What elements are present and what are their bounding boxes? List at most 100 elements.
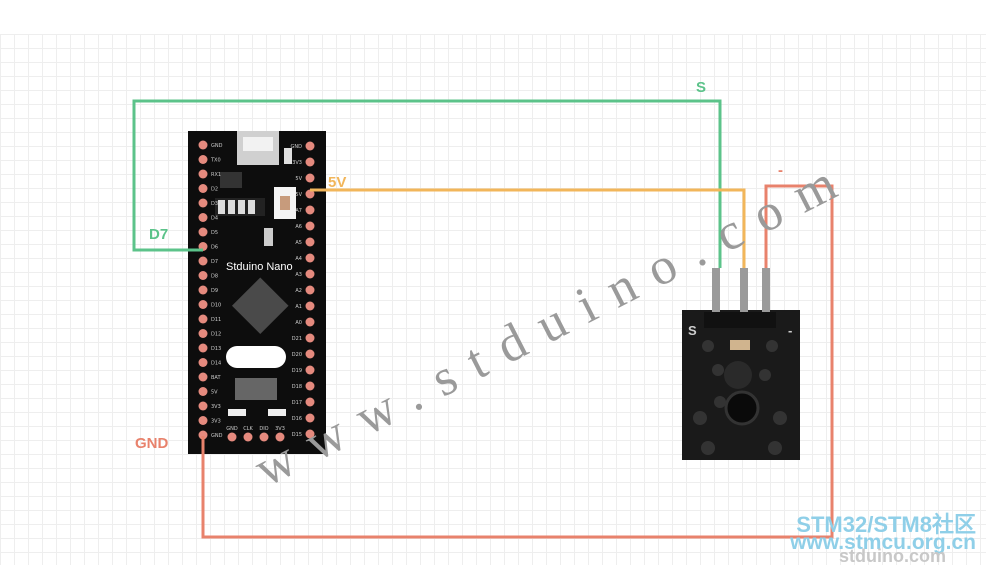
minus-wire xyxy=(201,184,834,539)
pin-label-right-1: 3V3 xyxy=(292,160,302,166)
d7-label: D7 xyxy=(149,226,169,243)
pin-right-18 xyxy=(305,429,315,439)
pin-right-4 xyxy=(305,205,315,215)
pin-left-1 xyxy=(198,155,208,164)
pin-left-10 xyxy=(198,285,208,295)
vcc-label: 5V xyxy=(328,174,347,191)
gnd-label: GND xyxy=(135,435,169,452)
pin-right-17 xyxy=(305,413,315,423)
pin-right-13 xyxy=(305,349,315,359)
pin-label-bottom-3: 3V3 xyxy=(275,426,285,432)
stduino-nano-board: Stduino Nano GNDTX0RX1D2D3D4D5D6D7D8D9D1… xyxy=(188,131,326,454)
pin-label-left-17: 5V xyxy=(211,390,218,396)
pin-left-15 xyxy=(198,358,208,367)
pin-label-right-7: A4 xyxy=(295,256,302,262)
pin-label-left-19: 3V3 xyxy=(211,419,221,425)
pin-bottom-1 xyxy=(243,432,253,442)
pin-bottom-2 xyxy=(259,432,269,442)
pin-left-12 xyxy=(198,314,208,324)
pin-label-left-7: D6 xyxy=(211,245,218,251)
pin-label-right-3: 5V xyxy=(295,192,302,198)
pin-label-left-8: D7 xyxy=(211,259,218,265)
pin-right-10 xyxy=(305,301,315,311)
pin-right-14 xyxy=(305,365,315,375)
pin-right-9 xyxy=(305,285,315,295)
sensor-pin-minus: - xyxy=(788,323,792,338)
pin-right-12 xyxy=(305,333,315,343)
pin-right-2 xyxy=(305,173,315,183)
pin-right-15 xyxy=(305,381,315,391)
site-line-2: www.stmcu.org.cn xyxy=(790,531,976,554)
pin-label-right-18: D15 xyxy=(292,432,302,438)
right-pin-header: GND3V35V5VA7A6A5A4A3A2A1A0D21D20D19D18D1… xyxy=(291,141,315,439)
pin-bottom-3 xyxy=(275,432,285,442)
site-line-3: stduino.com xyxy=(839,546,946,566)
pin-left-19 xyxy=(198,416,208,425)
pin-label-left-6: D5 xyxy=(211,230,218,236)
pin-label-right-9: A2 xyxy=(295,288,302,294)
vcc-wire xyxy=(310,188,746,268)
pin-left-5 xyxy=(198,213,208,222)
pin-bottom-0 xyxy=(227,432,237,442)
mcu-chip xyxy=(231,277,289,335)
pin-label-left-14: D13 xyxy=(211,346,221,352)
board-name: Stduino Nano xyxy=(226,261,293,273)
pin-right-3 xyxy=(305,189,315,199)
pin-label-left-11: D10 xyxy=(211,303,221,309)
pin-label-bottom-1: CLK xyxy=(243,426,253,432)
pin-right-16 xyxy=(305,397,315,407)
pin-label-right-15: D18 xyxy=(292,384,302,390)
signal-label: S xyxy=(696,79,707,96)
pin-label-right-17: D16 xyxy=(292,416,302,422)
pin-right-8 xyxy=(305,269,315,279)
pin-left-14 xyxy=(198,343,208,353)
pin-label-left-20: GND xyxy=(211,433,223,439)
pin-label-left-5: D4 xyxy=(211,216,218,222)
crystal xyxy=(226,346,286,368)
pin-label-left-4: D3 xyxy=(211,201,218,207)
sensor-module: S - xyxy=(682,268,800,460)
pin-label-right-4: A7 xyxy=(295,208,302,214)
pin-label-left-1: TX0 xyxy=(210,158,221,164)
pin-right-11 xyxy=(305,317,315,327)
pin-label-right-14: D19 xyxy=(292,368,302,374)
pin-label-left-13: D12 xyxy=(211,332,221,338)
pin-label-right-10: A1 xyxy=(295,304,302,310)
pin-label-right-0: GND xyxy=(291,144,303,150)
pin-label-right-2: 5V xyxy=(295,176,302,182)
pin-left-20 xyxy=(198,430,208,440)
site-line-1: STM32/STM8社区 xyxy=(796,512,976,537)
signal-wire xyxy=(132,99,722,268)
pin-label-right-8: A3 xyxy=(295,272,302,278)
pin-right-6 xyxy=(305,237,315,247)
grid-background xyxy=(0,34,986,565)
minus-label: - xyxy=(778,162,783,179)
pin-label-right-6: A5 xyxy=(295,240,302,246)
pin-right-1 xyxy=(305,157,315,167)
pin-right-7 xyxy=(305,253,315,263)
pin-label-left-16: BAT xyxy=(211,375,221,381)
pin-right-0 xyxy=(305,141,315,151)
pin-label-right-16: D17 xyxy=(292,400,302,406)
pin-label-left-18: 3V3 xyxy=(211,404,221,410)
pin-left-11 xyxy=(198,300,208,309)
pin-label-left-0: GND xyxy=(211,143,223,149)
pin-label-left-3: D2 xyxy=(211,187,218,193)
pin-left-6 xyxy=(198,227,208,237)
pin-label-right-5: A6 xyxy=(295,224,302,230)
pin-left-0 xyxy=(198,140,208,150)
pin-left-8 xyxy=(198,256,208,266)
pin-left-16 xyxy=(198,372,208,382)
left-pin-header: GNDTX0RX1D2D3D4D5D6D7D8D9D10D11D12D13D14… xyxy=(198,140,223,440)
pin-left-2 xyxy=(198,169,208,179)
pin-left-9 xyxy=(198,271,208,280)
sensor-pin-s: S xyxy=(688,323,697,338)
pin-label-left-2: RX1 xyxy=(211,172,221,178)
pin-left-18 xyxy=(198,401,208,411)
pin-label-bottom-2: DIO xyxy=(259,426,268,432)
pin-label-right-13: D20 xyxy=(292,352,302,358)
sensor-lens xyxy=(724,390,760,426)
pin-label-left-9: D8 xyxy=(211,274,218,280)
